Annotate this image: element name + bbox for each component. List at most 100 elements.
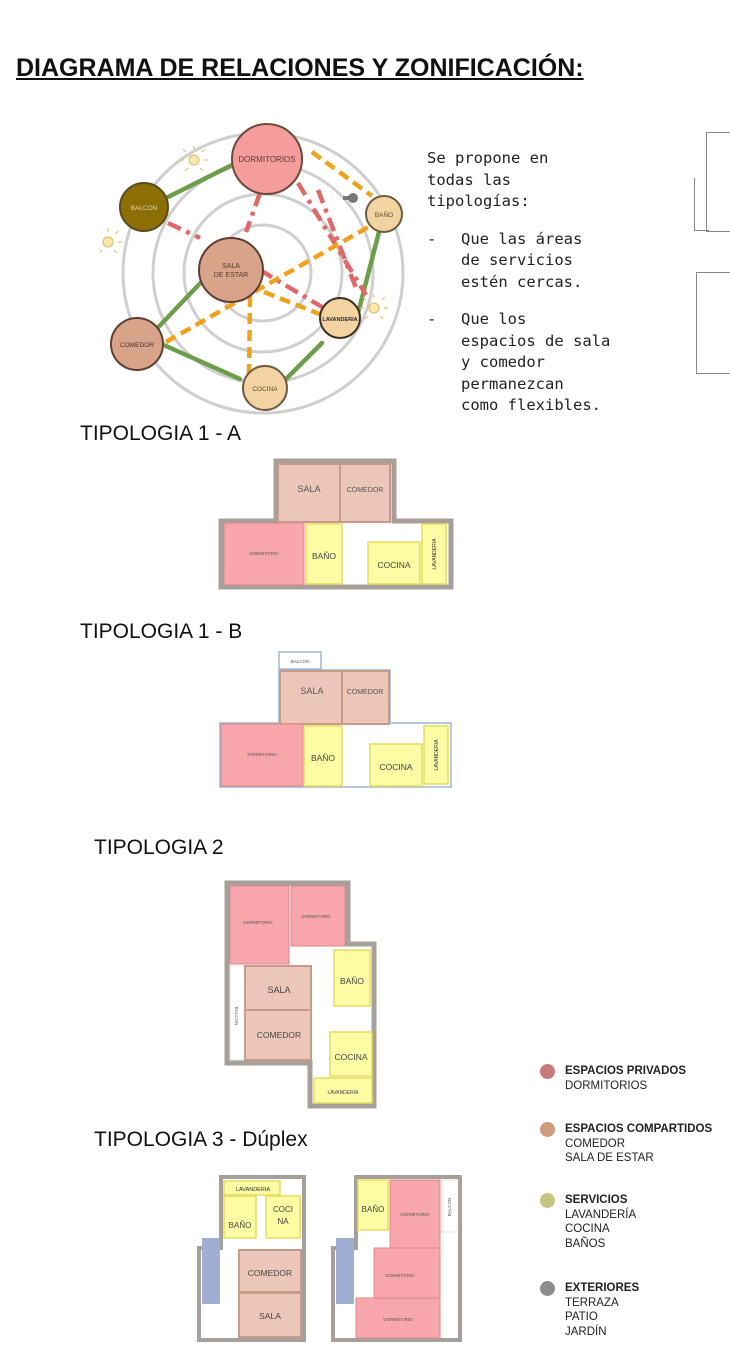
typology-3-title: TIPOLOGIA 3 - Dúplex xyxy=(94,1128,308,1151)
legend-swatch xyxy=(540,1122,555,1137)
room-bano xyxy=(333,949,371,1007)
room-dormitorio-1 xyxy=(229,885,290,965)
room-lavanderia xyxy=(423,725,449,785)
bubble-sala-de-estar: SALA DE ESTAR xyxy=(198,237,264,303)
bubble-lavanderia: LAVANDERIA xyxy=(319,297,361,339)
bubble-cocina: COCINA xyxy=(242,365,288,411)
svg-text:COCINA: COCINA xyxy=(377,560,410,570)
cropped-plan-fragment xyxy=(696,272,730,374)
typology-3-plan-floor-1: LAVANDERIA BAÑO COCI NA COMEDOR SALA xyxy=(196,1174,312,1344)
room-dormitorio xyxy=(223,522,305,586)
room-dormitorio-2 xyxy=(290,885,346,947)
room-comedor xyxy=(339,463,391,523)
svg-text:COMEDOR: COMEDOR xyxy=(347,689,384,696)
room-dormitorio xyxy=(220,723,304,787)
svg-text:BALCON: BALCON xyxy=(447,1198,452,1217)
svg-text:COCINA: COCINA xyxy=(379,762,412,772)
legend-swatch xyxy=(540,1193,555,1208)
room-sala xyxy=(277,463,341,523)
svg-text:DORMITORIO: DORMITORIO xyxy=(385,1273,415,1278)
room-cocina xyxy=(265,1195,301,1239)
svg-text:DORMITORIO: DORMITORIO xyxy=(400,1212,430,1217)
svg-text:LAVANDERIA: LAVANDERIA xyxy=(328,1090,360,1096)
room-exterior xyxy=(202,1238,220,1304)
svg-text:BAÑO: BAÑO xyxy=(311,753,335,763)
bullet-dash: - xyxy=(427,229,437,248)
bubble-comedor: COMEDOR xyxy=(110,317,164,371)
svg-text:COMEDOR: COMEDOR xyxy=(257,1030,301,1040)
svg-text:DORMITORIO: DORMITORIO xyxy=(249,551,279,556)
typology-1b-title: TIPOLOGIA 1 - B xyxy=(80,620,243,643)
svg-text:BAÑO: BAÑO xyxy=(229,1221,252,1230)
svg-text:BAÑO: BAÑO xyxy=(340,976,364,986)
bullet-text: Que los espacios de sala y comedor perma… xyxy=(461,310,611,414)
legend-swatch xyxy=(540,1064,555,1079)
room-cocina xyxy=(369,743,423,787)
svg-text:DORMITORIO: DORMITORIO xyxy=(243,920,273,925)
typology-1b-plan: BALCON SALA COMEDOR DORMITORIO BAÑO COCI… xyxy=(218,650,454,790)
page-title: DIAGRAMA DE RELACIONES Y ZONIFICACIÓN: xyxy=(16,54,584,82)
weak-relations xyxy=(164,150,374,377)
room-balcon xyxy=(278,651,322,670)
svg-text:DORMITORIO: DORMITORIO xyxy=(247,752,277,757)
bubble-balcon-label: BALCON xyxy=(131,205,158,212)
bubble-lavanderia-label: LAVANDERIA xyxy=(322,317,357,323)
legend-swatch xyxy=(540,1281,555,1296)
svg-text:SALA: SALA xyxy=(297,484,320,494)
bubble-bano-label: BAÑO xyxy=(375,210,393,219)
bubble-balcon: BALCON xyxy=(119,182,169,232)
typology-2-title: TIPOLOGIA 2 xyxy=(94,836,224,859)
bubble-dormitorios-label: DORMITORIOS xyxy=(238,155,295,164)
room-dormitorio-3 xyxy=(355,1297,441,1339)
bullet-text: Que las áreas de servicios estén cercas. xyxy=(461,229,583,291)
svg-text:COMEDOR: COMEDOR xyxy=(347,487,384,494)
room-bano-2 xyxy=(357,1179,389,1231)
bubble-sala-label-2: DE ESTAR xyxy=(214,272,249,279)
svg-text:DORMITORIO: DORMITORIO xyxy=(383,1317,413,1322)
bubble-bano: BAÑO xyxy=(365,195,403,233)
design-notes: Se propone en todas las tipologías: - Qu… xyxy=(427,148,637,433)
svg-text:LAVANDERIA: LAVANDERIA xyxy=(236,1187,270,1193)
svg-text:NA: NA xyxy=(277,1217,289,1226)
room-cocina xyxy=(329,1031,373,1077)
room-lavanderia xyxy=(223,1180,281,1196)
note-bullet: - Que los espacios de sala y comedor per… xyxy=(427,309,637,417)
sun-icon xyxy=(100,146,388,320)
cropped-plan-fragment xyxy=(706,132,730,232)
room-sala xyxy=(238,1292,302,1338)
svg-text:SALA: SALA xyxy=(259,1311,281,1321)
svg-text:LAVANDERIA: LAVANDERIA xyxy=(432,538,438,570)
svg-text:SALA: SALA xyxy=(267,985,290,995)
room-bano xyxy=(303,725,343,787)
room-bano xyxy=(223,1195,257,1239)
room-balcon xyxy=(229,965,245,1061)
svg-text:COMEDOR: COMEDOR xyxy=(248,1268,292,1278)
svg-text:DORMITORIO: DORMITORIO xyxy=(301,914,331,919)
room-bano xyxy=(305,523,343,585)
note-bullet: - Que las áreas de servicios estén cerca… xyxy=(427,229,637,294)
room-lavanderia xyxy=(313,1077,373,1104)
svg-text:SALA: SALA xyxy=(300,686,323,696)
typology-2-plan: DORMITORIO DORMITORIO BAÑO SALA COMEDOR … xyxy=(224,880,380,1110)
room-lavanderia xyxy=(421,523,447,585)
svg-text:BAÑO: BAÑO xyxy=(312,551,336,561)
bubble-cocina-label: COCINA xyxy=(252,386,278,393)
room-dormitorio-2 xyxy=(373,1247,441,1299)
typology-1a-title: TIPOLOGIA 1 - A xyxy=(80,422,242,445)
bubble-sala-label-1: SALA xyxy=(222,263,240,270)
relations-diagram: DORMITORIOS BALCON BAÑO SALA DE ESTAR LA… xyxy=(100,123,405,415)
room-balcon xyxy=(441,1179,459,1233)
room-exterior xyxy=(336,1238,354,1304)
bullet-dash: - xyxy=(427,310,437,328)
svg-text:LAVANDERIA: LAVANDERIA xyxy=(434,739,440,771)
bubble-comedor-label: COMEDOR xyxy=(120,342,154,349)
room-sala xyxy=(279,670,343,725)
svg-text:BALCON: BALCON xyxy=(291,659,310,664)
svg-text:BALCON: BALCON xyxy=(234,1007,239,1026)
svg-text:BAÑO: BAÑO xyxy=(362,1205,385,1214)
room-comedor xyxy=(244,1009,312,1061)
typology-1a-plan: SALA COMEDOR DORMITORIO BAÑO COCINA LAVA… xyxy=(218,458,454,590)
room-dormitorio-1 xyxy=(389,1179,441,1249)
typology-3-plan-floor-2: BAÑO DORMITORIO DORMITORIO DORMITORIO BA… xyxy=(330,1174,464,1344)
cropped-plan-fragment xyxy=(694,178,709,231)
